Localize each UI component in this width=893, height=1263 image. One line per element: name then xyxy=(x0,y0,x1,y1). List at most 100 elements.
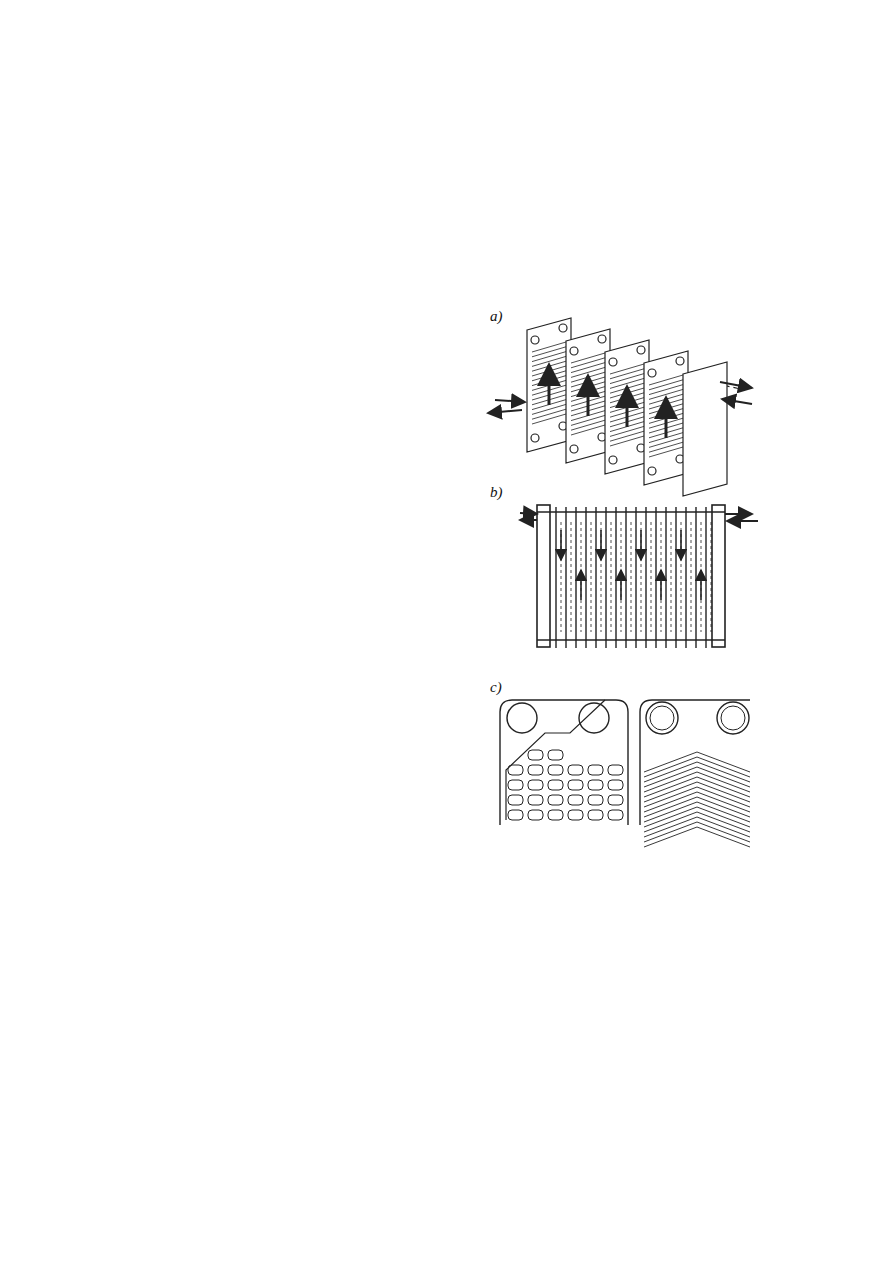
port xyxy=(507,703,537,733)
drawing-part xyxy=(532,356,566,366)
flow-arrow xyxy=(626,387,629,427)
drawing-part xyxy=(615,507,616,648)
drawing-part xyxy=(537,639,725,641)
drawing-part xyxy=(631,522,632,632)
drawing-part xyxy=(725,513,752,515)
pressure-plate xyxy=(712,505,725,647)
drawing-part xyxy=(685,507,686,648)
port xyxy=(531,336,539,344)
frame-plate xyxy=(537,505,550,647)
drawing-part xyxy=(711,522,712,632)
flow-arrow xyxy=(600,530,602,560)
washboard-corrugation xyxy=(528,795,543,805)
drawing-part xyxy=(645,507,646,648)
inlet-arrow xyxy=(495,400,525,402)
drawing-part xyxy=(650,706,674,730)
port xyxy=(717,702,749,734)
drawing-part xyxy=(691,522,692,632)
plate xyxy=(566,329,610,463)
drawing-part xyxy=(610,426,644,436)
drawing-part xyxy=(641,740,751,750)
port xyxy=(648,369,656,377)
drawing-part xyxy=(641,522,642,632)
drawing-part xyxy=(601,522,602,632)
flow-arrow xyxy=(620,570,622,600)
drawing-part xyxy=(625,507,626,648)
drawing-part xyxy=(571,363,605,373)
drawing-part xyxy=(695,507,696,648)
drawing-part xyxy=(649,385,683,395)
drawing-part xyxy=(661,522,662,632)
drawing-part xyxy=(681,522,682,632)
washboard-corrugation xyxy=(608,780,623,790)
flow-arrow xyxy=(548,365,551,405)
washboard-corrugation xyxy=(548,765,563,775)
drawing-part xyxy=(651,522,652,632)
plate xyxy=(605,340,649,474)
washboard-corrugation xyxy=(508,810,523,820)
washboard-corrugation xyxy=(608,765,623,775)
washboard-corrugation xyxy=(528,780,543,790)
drawing-part xyxy=(621,522,622,632)
washboard-corrugation xyxy=(548,750,563,760)
drawing-part xyxy=(506,700,605,820)
port xyxy=(609,358,617,366)
washboard-corrugation xyxy=(568,765,583,775)
drawing-part xyxy=(520,513,537,514)
washboard-corrugation xyxy=(608,795,623,805)
drawing-part xyxy=(595,507,596,648)
plate xyxy=(527,318,571,452)
flow-arrow xyxy=(700,570,702,600)
port xyxy=(531,434,539,442)
drawing-part xyxy=(520,519,537,521)
drawing-part xyxy=(610,431,644,441)
port xyxy=(579,703,609,733)
panel-label: b) xyxy=(490,485,503,500)
washboard-corrugation xyxy=(548,795,563,805)
flow-arrow xyxy=(680,530,682,560)
washboard-corrugation xyxy=(528,750,543,760)
chevron-corrugation xyxy=(644,827,750,847)
plate-outline xyxy=(500,700,628,825)
port xyxy=(559,324,567,332)
drawing-part xyxy=(610,374,644,384)
port xyxy=(609,456,617,464)
drawing-part xyxy=(571,358,605,368)
drawing-part xyxy=(675,507,676,648)
port xyxy=(570,347,578,355)
port xyxy=(637,346,645,354)
drawing-part xyxy=(532,352,566,362)
flow-arrow xyxy=(587,376,590,416)
drawing-part xyxy=(649,380,683,390)
washboard-corrugation xyxy=(508,765,523,775)
outlet-arrow xyxy=(488,410,522,413)
panel-label: c) xyxy=(490,680,502,695)
drawing-part xyxy=(649,437,683,447)
drawing-part xyxy=(635,507,636,648)
port xyxy=(676,357,684,365)
drawing-part xyxy=(581,522,582,632)
drawing-part xyxy=(561,522,562,632)
flow-arrow xyxy=(640,530,642,560)
drawing-part xyxy=(605,507,606,648)
washboard-corrugation xyxy=(568,780,583,790)
drawing-part xyxy=(705,507,706,648)
drawing-part xyxy=(532,409,566,419)
drawing-part xyxy=(721,706,745,730)
inlet-arrow xyxy=(722,399,752,404)
drawing-part xyxy=(701,522,702,632)
flow-arrow xyxy=(580,570,582,600)
outlet-arrow xyxy=(720,382,752,388)
drawing-part xyxy=(571,420,605,430)
washboard-corrugation xyxy=(588,780,603,790)
drawing-part xyxy=(575,507,576,648)
plate-outline xyxy=(640,700,750,825)
drawing-part xyxy=(532,347,566,357)
washboard-corrugation xyxy=(588,795,603,805)
drawing-part xyxy=(611,522,612,632)
drawing-part xyxy=(565,507,566,648)
washboard-corrugation xyxy=(528,765,543,775)
drawing-part xyxy=(671,522,672,632)
washboard-corrugation xyxy=(548,780,563,790)
flow-arrow xyxy=(665,398,668,438)
